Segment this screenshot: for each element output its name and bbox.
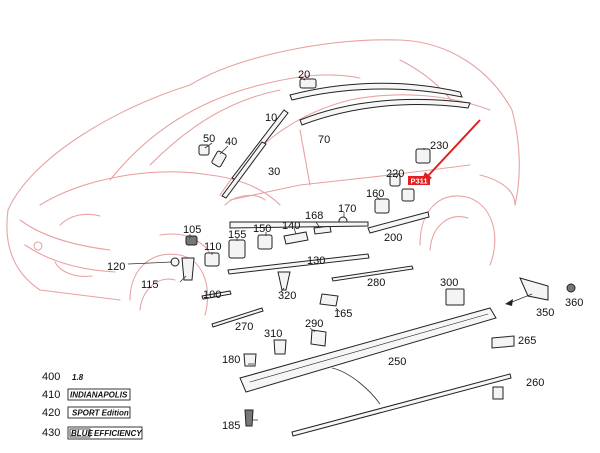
roof-strip <box>289 82 463 101</box>
badge-number-430: 430 <box>42 427 60 439</box>
clip-265 <box>491 335 515 349</box>
label-10: 10 <box>265 112 277 124</box>
label-110: 110 <box>204 241 222 253</box>
label-350: 350 <box>536 307 554 319</box>
label-265: 265 <box>518 335 536 347</box>
label-150: 150 <box>253 223 271 235</box>
label-250: 250 <box>388 356 406 368</box>
label-290: 290 <box>305 318 323 330</box>
strip-100 <box>201 290 232 300</box>
parts <box>170 78 576 437</box>
label-220: 220 <box>386 168 404 180</box>
badge-number-410: 410 <box>42 389 60 401</box>
label-260: 260 <box>526 377 544 389</box>
clip-165 <box>319 293 339 307</box>
label-40: 40 <box>225 136 237 148</box>
badge-prefix-430: BLUE <box>71 429 93 438</box>
highlight-box <box>408 176 430 185</box>
label-165: 165 <box>334 308 352 320</box>
label-200: 200 <box>384 232 402 244</box>
badge-number-400: 400 <box>42 371 60 383</box>
label-160: 160 <box>366 188 384 200</box>
clip-320 <box>277 271 291 291</box>
clip-185 <box>244 409 254 427</box>
clip-220 <box>389 173 401 187</box>
clip-115 <box>181 257 195 281</box>
label-20: 20 <box>298 69 310 81</box>
label-130: 130 <box>307 255 325 267</box>
clip-120 <box>170 257 180 267</box>
bracket-350 <box>519 277 549 301</box>
screw-360 <box>566 283 576 293</box>
label-30: 30 <box>268 166 280 178</box>
leader-lines <box>127 77 425 421</box>
label-170: 170 <box>338 203 356 215</box>
badge-prefix-box-430 <box>69 428 91 438</box>
window-trim-inner <box>299 98 471 126</box>
label-280: 280 <box>367 277 385 289</box>
clip-160 <box>374 198 390 214</box>
clip-305 <box>273 339 287 355</box>
sill-strip-130 <box>227 253 370 275</box>
red-arrow <box>425 119 481 179</box>
badge-text-410: INDIANAPOLIS <box>70 391 128 400</box>
clip-20 <box>299 78 317 89</box>
clip-290 <box>310 329 327 347</box>
part-number-labels: 20 10 70 50 40 30 230 220 160 170 168 14… <box>107 69 583 432</box>
label-105: 105 <box>183 224 201 236</box>
badge-legend: 400 1.8 410 INDIANAPOLIS 420 SPORT Editi… <box>42 371 143 440</box>
clip-square <box>492 386 504 400</box>
highlight-label: P311 <box>410 177 427 186</box>
clip-105 <box>185 235 198 246</box>
label-270: 270 <box>235 321 253 333</box>
label-180: 180 <box>222 354 240 366</box>
label-120: 120 <box>107 261 125 273</box>
badge-box-420 <box>67 406 131 419</box>
label-230: 230 <box>430 140 448 152</box>
strip-280 <box>331 265 414 282</box>
clip-300 <box>445 288 465 306</box>
strip-270 <box>211 307 264 328</box>
badge-text-430: EFFICIENCY <box>94 429 142 438</box>
clip-230 <box>415 148 431 164</box>
clip-40 <box>211 150 227 168</box>
clip-140 <box>283 231 309 245</box>
label-185: 185 <box>222 420 240 432</box>
clip-50 <box>198 144 210 156</box>
sill-strip-200 <box>367 211 430 234</box>
badge-box-410 <box>67 388 131 401</box>
clip-180 <box>243 353 257 367</box>
label-50: 50 <box>203 133 215 145</box>
strip-260 <box>291 373 512 437</box>
badge-text-400: 1.8 <box>72 373 84 382</box>
label-100: 100 <box>203 289 221 301</box>
highlight-callout: P311 <box>408 119 481 186</box>
badge-text-420: SPORT Edition <box>72 409 129 418</box>
label-320: 320 <box>278 290 296 302</box>
clip-310 <box>401 188 415 202</box>
door-seal-30 <box>221 141 267 199</box>
label-115: 115 <box>141 279 159 291</box>
clip-150 <box>257 234 273 250</box>
label-300: 300 <box>440 277 458 289</box>
label-155: 155 <box>228 229 246 241</box>
badge-number-420: 420 <box>42 407 60 419</box>
label-140: 140 <box>282 220 300 232</box>
sill-250 <box>239 307 497 393</box>
sill-strip-upper <box>229 221 369 229</box>
label-168: 168 <box>305 210 323 222</box>
label-360: 360 <box>565 297 583 309</box>
clip-155 <box>228 239 246 259</box>
label-70: 70 <box>318 134 330 146</box>
label-310: 310 <box>264 328 282 340</box>
car-outline <box>6 39 520 316</box>
